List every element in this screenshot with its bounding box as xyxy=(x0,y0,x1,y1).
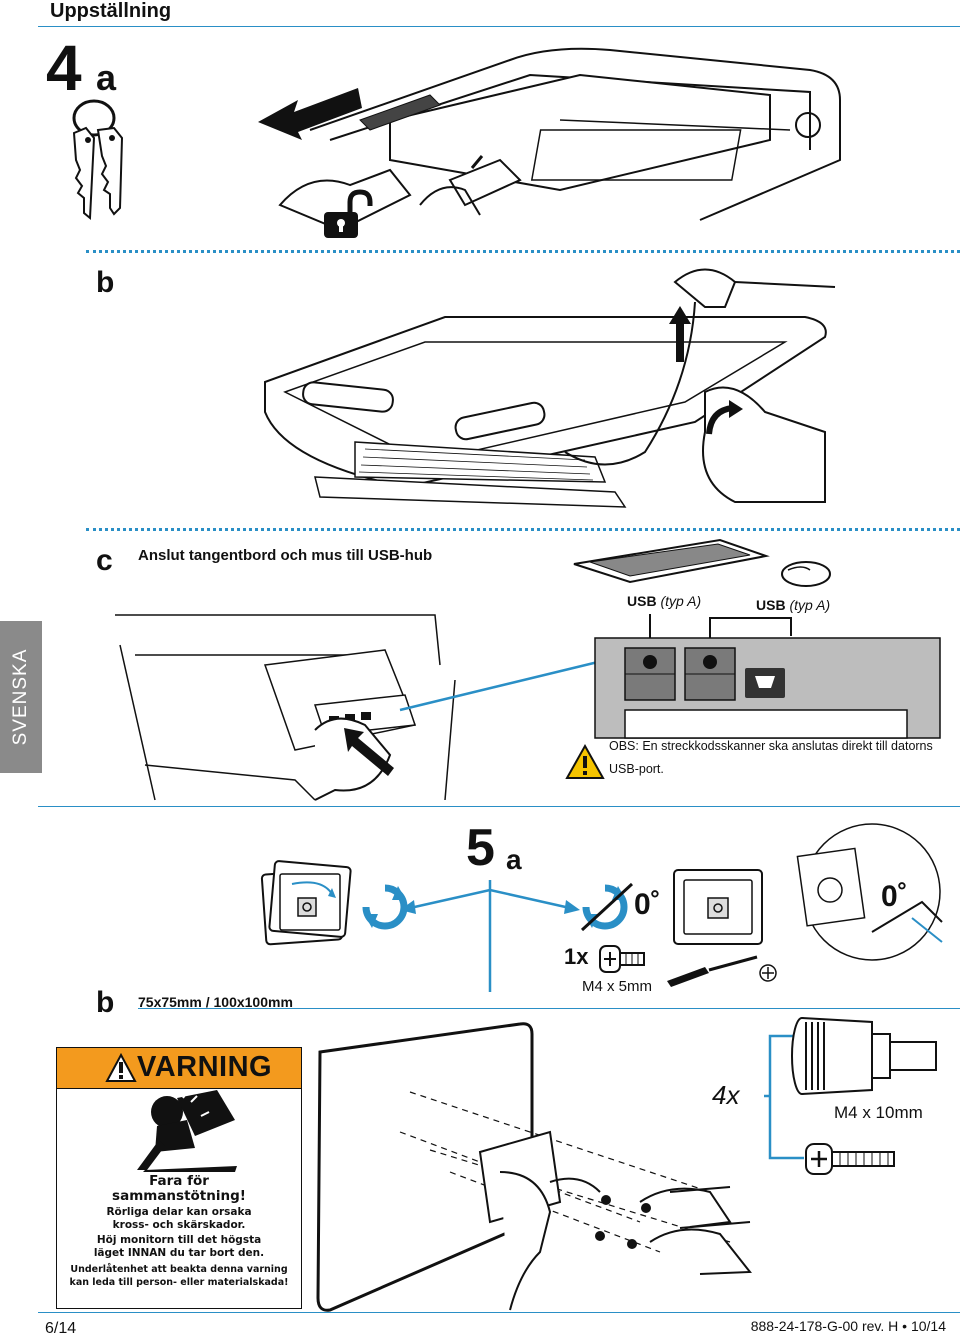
warning-line-3: Rörliga delar kan orsaka xyxy=(106,1206,252,1218)
warning-line-1: Fara för xyxy=(149,1173,209,1189)
barcode-note-line2: USB-port. xyxy=(609,762,664,776)
step-5-tree-lines xyxy=(400,880,580,992)
screw-m4x10-icon xyxy=(805,1143,895,1175)
usb-hub-illustration xyxy=(115,614,456,801)
mouse-icon xyxy=(781,561,831,587)
warning-line-5: Höj monitorn till det högsta xyxy=(96,1234,262,1246)
vesa-sizes-label: 75x75mm / 100x100mm xyxy=(138,994,293,1010)
warning-line-8: kan leda till person- eller materialskad… xyxy=(69,1277,289,1288)
warning-line-2: sammanstötning! xyxy=(112,1188,246,1204)
usb-label-1: USB (typ A) xyxy=(627,593,701,609)
warning-triangle-icon xyxy=(565,743,605,779)
keyboard-icon xyxy=(573,538,770,584)
language-tab: SVENSKA xyxy=(0,621,42,773)
warning-title: VARNING xyxy=(137,1051,273,1083)
warning-triangle-icon xyxy=(105,1052,137,1082)
usb-hub-panel xyxy=(594,614,941,739)
no-rotate-icon xyxy=(580,882,634,932)
rotate-icon xyxy=(362,884,408,930)
rotate-arrow-icon xyxy=(706,400,743,435)
vesa-rule xyxy=(138,1008,960,1009)
slide-left-arrow-icon xyxy=(258,88,362,140)
footer-rule xyxy=(38,1312,960,1313)
usb-label-1-italic: (typ A) xyxy=(660,593,702,609)
step-4-number: 4 xyxy=(46,32,82,104)
page-number: 6/14 xyxy=(45,1320,77,1337)
unlocked-padlock-icon xyxy=(324,189,373,238)
warning-box: VARNING Fara för sammanstötning! Rörliga… xyxy=(56,1047,302,1309)
screw-quantity: 1x xyxy=(564,944,589,969)
warning-line-4: kross- och skärskador. xyxy=(112,1219,246,1231)
screw-m4x5-icon xyxy=(599,945,645,973)
vesa-plate-detail-icon xyxy=(796,823,943,961)
language-label: SVENSKA xyxy=(10,648,31,746)
step-4b-letter: b xyxy=(96,266,115,299)
section-divider xyxy=(86,528,960,531)
bolt-callout-lines xyxy=(764,1034,804,1160)
section-divider xyxy=(86,250,960,253)
bolt-size-label: M4 x 10mm xyxy=(834,1103,923,1122)
screw-size-label: M4 x 5mm xyxy=(582,978,653,995)
step-4-letter: a xyxy=(96,57,117,98)
bolt-quantity: 4x xyxy=(712,1080,740,1110)
cart-unlock-illustration xyxy=(278,47,841,232)
port-callout-line xyxy=(399,660,599,712)
step-5b-letter: b xyxy=(96,986,115,1019)
section-rule xyxy=(38,806,960,807)
usb-label-2: USB (typ A) xyxy=(756,597,830,613)
warning-line-6: läget INNAN du tar bort den. xyxy=(93,1247,265,1259)
zero-degree-label-1: 0˚ xyxy=(634,888,661,921)
usb-label-2-italic: (typ A) xyxy=(789,597,831,613)
crush-hazard-pictogram xyxy=(137,1090,237,1172)
screwdriver-icon xyxy=(667,955,777,987)
straight-mount-plate-icon xyxy=(673,869,763,945)
keyboard-tray-illustration xyxy=(264,268,836,508)
document-reference: 888-24-178-G-00 rev. H • 10/14 xyxy=(750,1318,946,1334)
step-4c-letter: c xyxy=(96,544,113,577)
barcode-note-line1: OBS: En streckkodsskanner ska anslutas d… xyxy=(609,739,933,753)
knob-bolt-icon xyxy=(791,1017,937,1095)
lift-up-arrow-icon xyxy=(669,306,691,362)
page-title: Uppställning xyxy=(50,0,172,22)
zero-degree-label-2: 0˚ xyxy=(881,880,908,913)
warning-header: VARNING xyxy=(57,1048,301,1089)
step-5-number: 5 xyxy=(466,819,495,877)
insert-arrow-icon xyxy=(344,728,394,776)
keys-icon xyxy=(72,99,124,221)
usb-label-1-bold: USB xyxy=(627,593,657,609)
step-4c-title: Anslut tangentbord och mus till USB-hub xyxy=(138,547,433,564)
monitor-mounting-illustration xyxy=(316,1022,753,1312)
warning-line-7: Underlåtenhet att beakta denna varning xyxy=(70,1264,288,1275)
usb-label-2-bold: USB xyxy=(756,597,786,613)
header-rule xyxy=(38,26,960,27)
rotated-mount-plate-icon xyxy=(260,860,352,946)
step-5-letter: a xyxy=(506,844,522,875)
